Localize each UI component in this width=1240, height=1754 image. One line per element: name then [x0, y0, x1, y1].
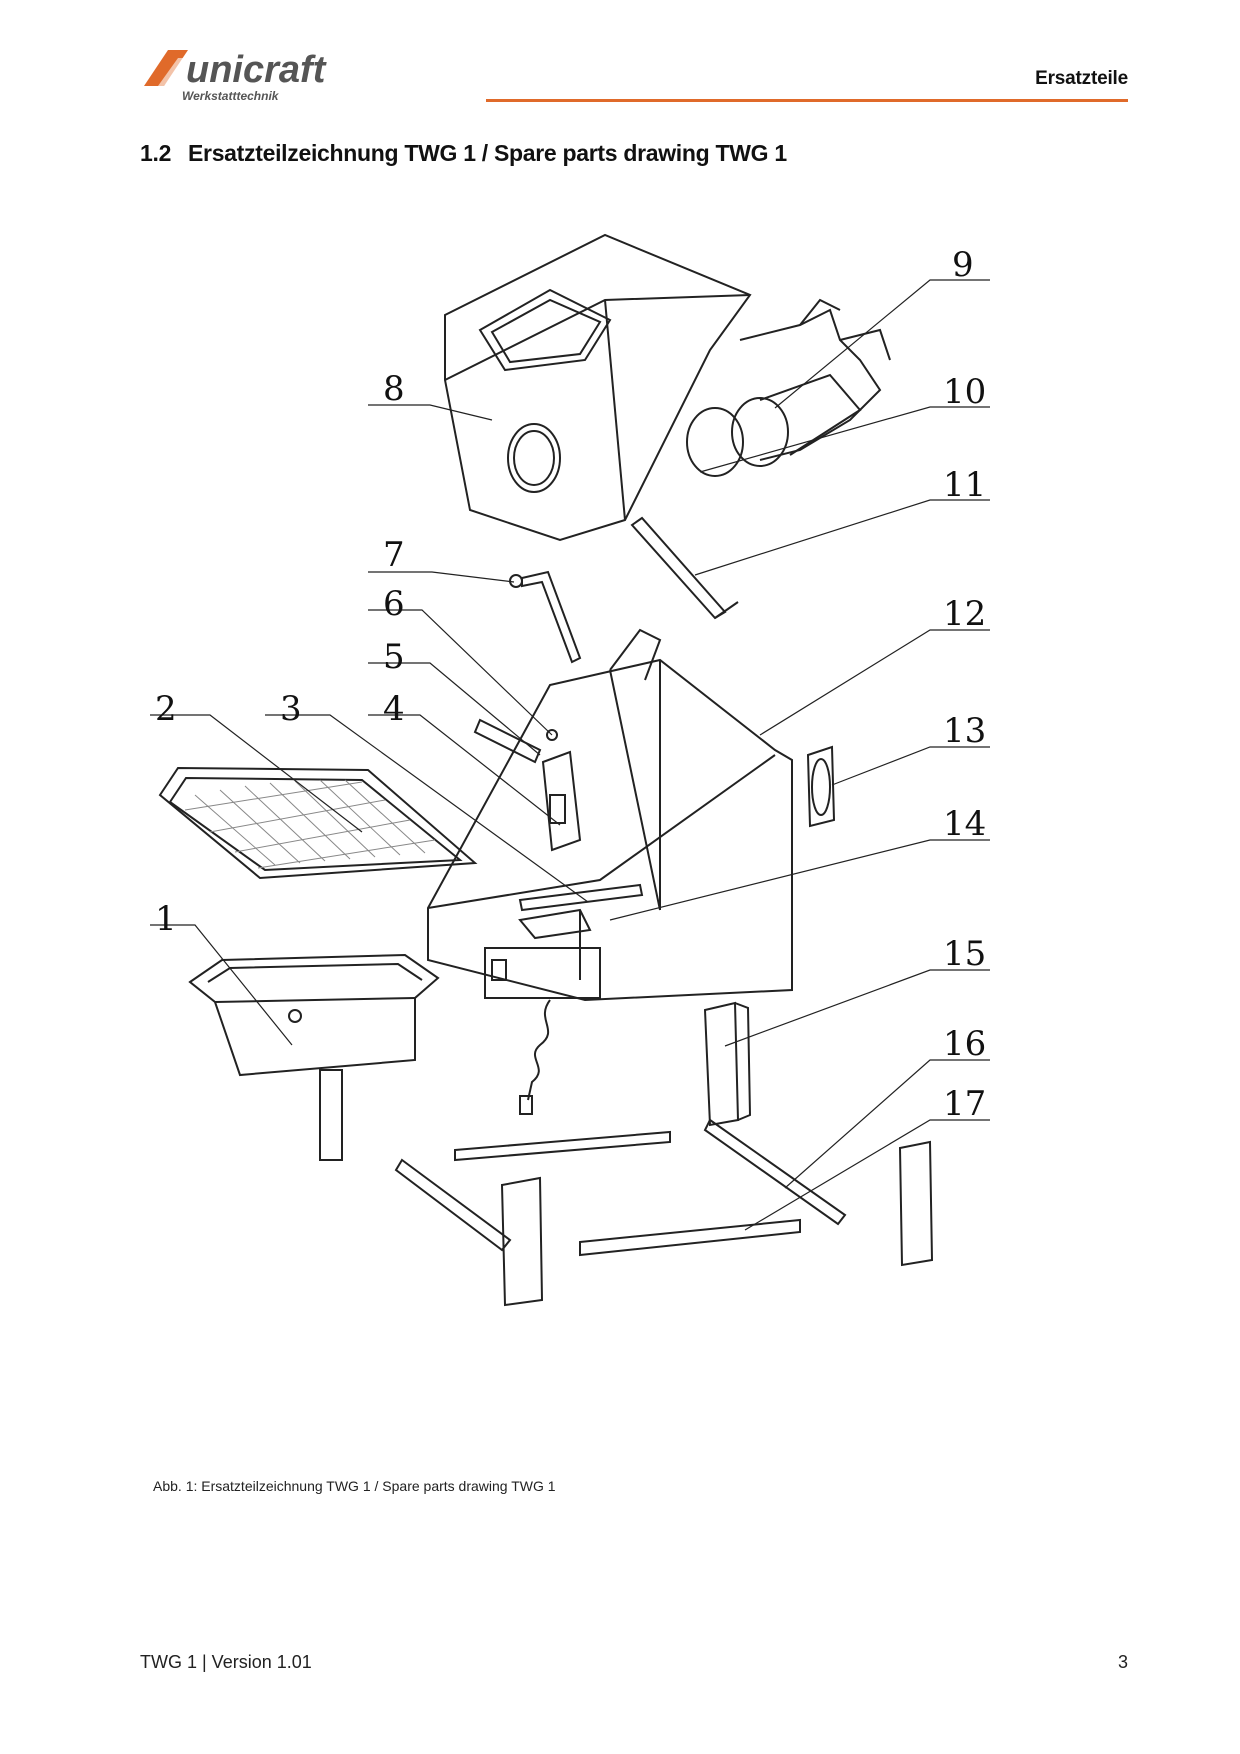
- callout-13: 13: [943, 711, 986, 751]
- logo-subtext: Werkstatttechnik: [182, 89, 280, 103]
- page-title: 1.2 Ersatzteilzeichnung TWG 1 / Spare par…: [140, 140, 787, 167]
- callout-10: 10: [943, 372, 986, 412]
- part-lever-rod: [509, 570, 582, 664]
- callout-14: 14: [943, 804, 986, 844]
- exploded-view-svg: 1 2 3 4 5 6 7 8 9 10 11 12 13 14 15 16 1…: [150, 233, 990, 1307]
- spare-parts-drawing: 1 2 3 4 5 6 7 8 9 10 11 12 13 14 15 16 1…: [140, 220, 1100, 1460]
- leader-lines: [150, 279, 990, 1231]
- part-switch-4: [541, 750, 582, 852]
- part-grid-tray: [158, 766, 478, 880]
- callout-16: 16: [943, 1024, 986, 1064]
- part-bracket-5: [473, 718, 542, 764]
- callout-15: 15: [943, 934, 986, 974]
- section-title-text: Ersatzteilzeichnung TWG 1 / Spare parts …: [188, 140, 787, 166]
- footer-doc-version: TWG 1 | Version 1.01: [140, 1652, 312, 1672]
- part-gloves: [686, 298, 891, 477]
- part-cable: [519, 999, 551, 1115]
- part-cabinet: [427, 628, 793, 1002]
- part-leg-15: [703, 1001, 752, 1127]
- callout-9: 9: [952, 245, 974, 285]
- header-divider: [486, 99, 1128, 102]
- logo-mark: unicraft Werkstatttechnik: [144, 49, 327, 103]
- figure-caption: Abb. 1: Ersatzteilzeichnung TWG 1 / Spar…: [153, 1478, 556, 1494]
- callout-4: 4: [383, 689, 405, 729]
- part-frame-bars: [394, 1118, 934, 1307]
- part-hood: [444, 233, 752, 542]
- callout-1: 1: [155, 899, 177, 939]
- part-flap: [518, 883, 644, 912]
- unicraft-logo: unicraft Werkstatttechnik: [140, 44, 380, 108]
- callout-3: 3: [280, 689, 302, 729]
- callout-5: 5: [383, 637, 405, 677]
- section-number: 1.2: [140, 140, 172, 166]
- callout-17: 17: [943, 1084, 986, 1124]
- callout-6: 6: [383, 584, 405, 624]
- part-bracket-11: [630, 516, 739, 620]
- callout-8: 8: [383, 369, 405, 409]
- part-drawer: [188, 953, 440, 1161]
- logo-text: unicraft: [186, 49, 327, 91]
- callout-12: 12: [943, 594, 986, 634]
- part-vent: [806, 745, 836, 828]
- callout-11: 11: [943, 465, 986, 505]
- part-clip-6: [546, 729, 558, 741]
- callout-7: 7: [383, 535, 405, 575]
- callout-2: 2: [155, 689, 177, 729]
- footer-page-number: 3: [1117, 1652, 1128, 1672]
- header-section-label: Ersatzteile: [1035, 68, 1128, 89]
